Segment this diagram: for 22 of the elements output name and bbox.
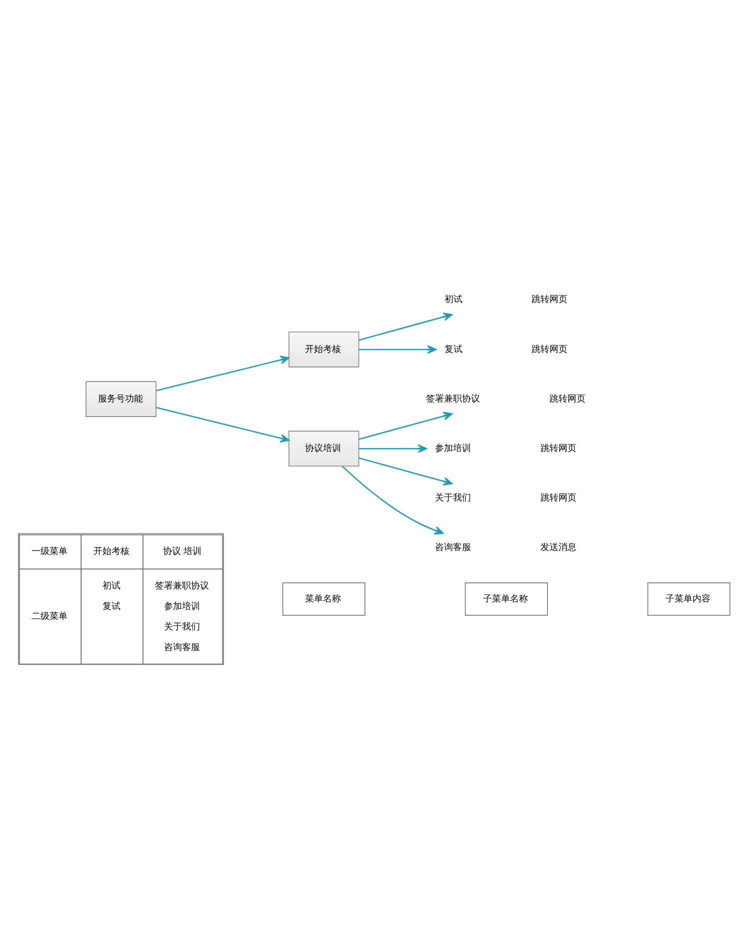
node-text: 参加培训	[434, 443, 471, 454]
node-text: 签署兼职协议	[426, 394, 480, 404]
node-label: 跳转网页	[540, 443, 576, 454]
node-label: 跳转网页	[540, 493, 576, 504]
label: 参加培训	[164, 601, 200, 612]
node-text: 复试	[444, 344, 463, 354]
label: 签署兼职协议	[155, 580, 210, 591]
node-label: 跳转网页	[532, 344, 568, 354]
node-label: 跳转网页	[549, 394, 586, 404]
node-text: 初试	[444, 294, 463, 305]
label: 开始考核	[93, 546, 130, 557]
label: 二级菜单	[32, 611, 68, 622]
label: 协议 培训	[162, 546, 202, 557]
node-text: 关于我们	[434, 493, 471, 504]
node-label: 跳转网页	[532, 294, 568, 305]
label: 咨询客服	[164, 642, 200, 652]
label: 一级菜单	[32, 546, 68, 557]
node-text: 咨询客服	[434, 542, 471, 553]
label: 复试	[102, 601, 121, 612]
node-label: 发送消息	[540, 542, 576, 553]
label: 关于我们	[164, 622, 200, 632]
label: 初试	[102, 580, 121, 591]
